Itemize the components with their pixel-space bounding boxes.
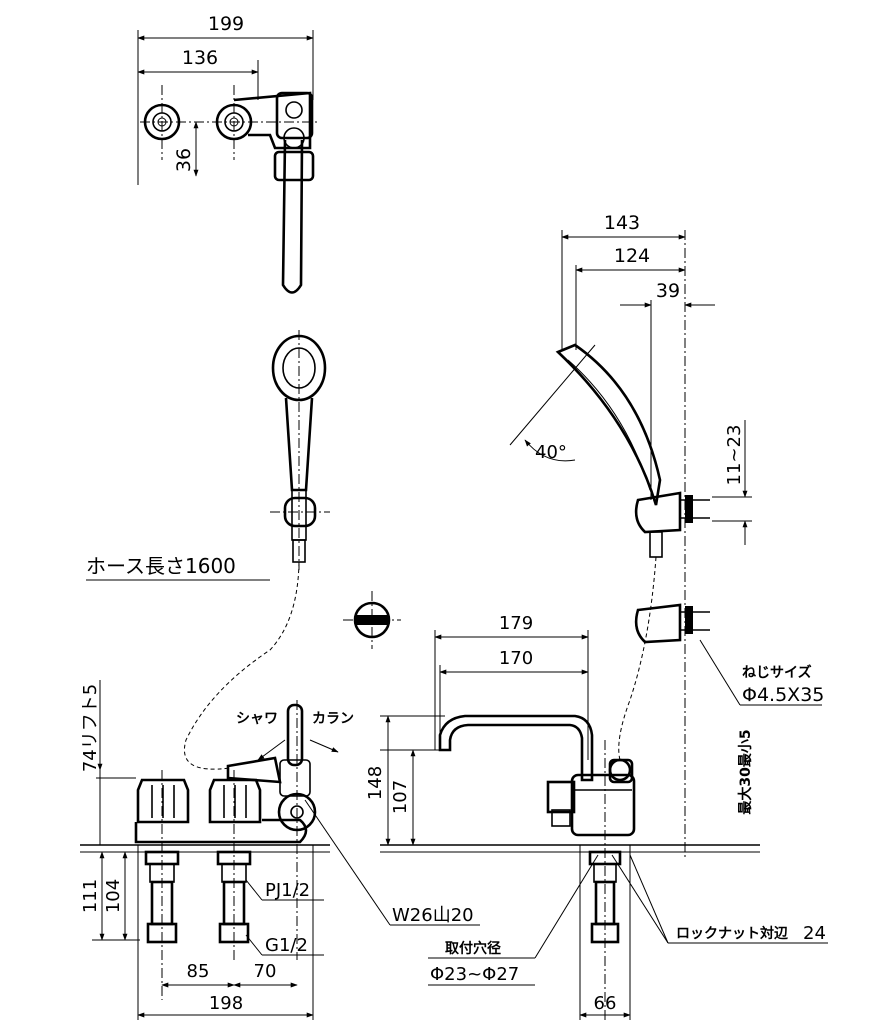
dim-70-label: 70 (254, 961, 277, 982)
shower-label: シャワ (236, 711, 278, 727)
dim-36-label: 36 (173, 148, 195, 172)
dim-124-label: 124 (614, 245, 650, 267)
hose-length-label: ホース長さ1600 (86, 554, 236, 578)
dim-148-label: 148 (365, 766, 386, 800)
dim-111-label: 111 (80, 879, 101, 913)
dim-136-label: 136 (182, 47, 218, 69)
max-min-label: 最大30最小5 (737, 729, 754, 814)
pj-label: PJ1/2 (265, 880, 310, 901)
angle-label: 40° (535, 442, 567, 463)
w-label: W26山20 (392, 905, 474, 926)
hole-value: Φ23~Φ27 (430, 964, 519, 985)
side-view: 143 124 39 40° 11~23 ねじサイズ (509, 212, 824, 860)
dim-143-label: 143 (604, 212, 640, 234)
top-handle-right (215, 103, 253, 141)
supply-pipe-left (144, 850, 180, 944)
dim-104-label: 104 (103, 879, 124, 913)
g-label: G1/2 (265, 935, 308, 956)
dim-66-label: 66 (594, 993, 617, 1014)
supply-pipe-right (216, 850, 252, 944)
spout-view: 179 170 148 107 取付穴径 Φ23~Φ27 (365, 613, 828, 1020)
locknut-label: ロックナット対辺 (676, 925, 788, 942)
top-handle-left (143, 103, 181, 141)
dim-179-label: 179 (499, 613, 533, 634)
hand-shower-view: ホース長さ1600 (86, 330, 330, 770)
locknut-value: 24 (803, 923, 826, 944)
hole-label: 取付穴径 (445, 940, 501, 957)
section-symbol (343, 591, 401, 649)
dim-170-label: 170 (499, 648, 533, 669)
front-view: 74リフト5 シャワ カラン (80, 680, 480, 1020)
faucet-label: カラン (312, 711, 354, 727)
screw-size-label: ねじサイズ (742, 664, 812, 681)
dim-85-label: 85 (187, 961, 210, 982)
dim-199-label: 199 (208, 13, 244, 35)
dim-198-label: 198 (209, 993, 243, 1014)
dim-11-23-label: 11~23 (724, 425, 745, 486)
screw-size-value: Φ4.5X35 (742, 684, 824, 706)
lift-label: 74リフト5 (80, 684, 101, 772)
top-view: 199 136 36 (137, 13, 320, 294)
dim-107-label: 107 (390, 780, 411, 814)
dim-39-label: 39 (656, 280, 680, 302)
